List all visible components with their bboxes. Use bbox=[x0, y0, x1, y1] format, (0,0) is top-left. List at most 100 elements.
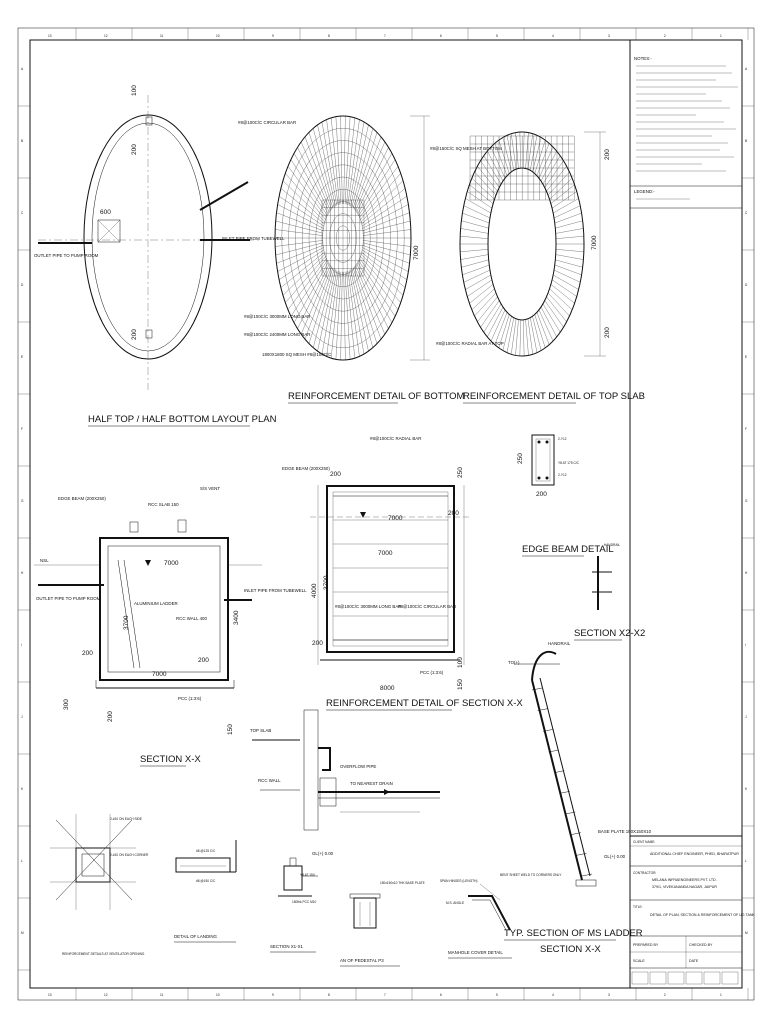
tb-drawing-title: DETAIL OF PLAN, SECTION & REINFORCEMENT … bbox=[650, 913, 755, 917]
landing-detail: #8 @125 C/C #8 @150 C/C DETAIL OF LANDIN… bbox=[174, 840, 237, 943]
label-pcc-2: PCC (1:3:6) bbox=[420, 670, 444, 675]
grid-col-label: 7 bbox=[384, 34, 386, 38]
grid-row-label: C bbox=[21, 211, 24, 215]
section-xx: 7000 7000 3700 3400 200 200 300 200 150 … bbox=[34, 486, 307, 767]
svg-text:150: 150 bbox=[227, 724, 234, 735]
grid-row-label: D bbox=[745, 283, 748, 287]
svg-text:#8 @150 C/C: #8 @150 C/C bbox=[196, 879, 216, 883]
label-rcc-slab: RCC SLAB 150 bbox=[148, 502, 179, 507]
ms-ladder: TO(+) HANDRAIL BASE PLATE 150X150X10 GL(… bbox=[504, 641, 652, 955]
tb-checked-by: CHECKED BY bbox=[689, 943, 713, 947]
label-edge-beam-2: EDGE BEAM (200X250) bbox=[282, 466, 330, 471]
dim-250: 250 bbox=[457, 467, 464, 478]
dim-8000: 8000 bbox=[380, 685, 395, 692]
title-section-x2: SECTION X2-X2 bbox=[574, 628, 645, 639]
grid-row-label: L bbox=[21, 859, 23, 863]
label-handrail-x2: HANDRAIL bbox=[604, 543, 620, 547]
dim-3400: 3400 bbox=[233, 610, 240, 625]
grid-row-label: E bbox=[745, 355, 747, 359]
dim-200-a: 200 bbox=[82, 650, 93, 657]
tb-client: ADDITIONAL CHIEF ENGINEER, PHED, BHARATP… bbox=[650, 852, 739, 856]
label-long-bar-3: #8@100C/C 3000MM LONG BAR bbox=[335, 604, 401, 609]
label-edge-beam: EDGE BEAM (200X250) bbox=[58, 496, 106, 501]
outer-border bbox=[17, 27, 755, 1001]
label-ss-vent: S/S VENT bbox=[200, 486, 220, 491]
legend-heading: LEGEND:- bbox=[634, 189, 655, 194]
dim-4000: 4000 bbox=[311, 583, 318, 598]
grid-col-label: 2 bbox=[664, 993, 666, 997]
label-rcc-wall: RCC WALL 400 bbox=[176, 616, 207, 621]
grid-col-label: 10 bbox=[216, 993, 220, 997]
grid-col-label: 10 bbox=[216, 34, 220, 38]
grid-row-label: G bbox=[745, 499, 748, 503]
svg-text:RCC WALL: RCC WALL bbox=[258, 778, 281, 783]
svg-text:100: 100 bbox=[131, 85, 138, 96]
grid-col-label: 4 bbox=[552, 34, 554, 38]
grid-col-label: 13 bbox=[48, 34, 52, 38]
dim-600: 600 bbox=[100, 209, 111, 216]
svg-text:Y8 AT 150: Y8 AT 150 bbox=[300, 873, 315, 877]
label-overflow-pipe: OVERFLOW PIPE bbox=[340, 764, 376, 769]
svg-text:2-#10 ON EACH SIDE: 2-#10 ON EACH SIDE bbox=[110, 817, 142, 821]
dim-7000-section: 7000 bbox=[164, 560, 179, 567]
grid-col-label: 9 bbox=[272, 993, 274, 997]
grid-row-label: L bbox=[745, 859, 747, 863]
label-base-plate: BASE PLATE 150X150X10 bbox=[598, 829, 652, 834]
svg-text:Y8 AT 175 C/C: Y8 AT 175 C/C bbox=[558, 461, 580, 465]
title-ms-ladder: TYP. SECTION OF MS LADDER bbox=[504, 928, 643, 939]
grid-row-label: A bbox=[21, 67, 24, 71]
grid-row-label: A bbox=[745, 67, 748, 71]
svg-text:SPAN HINGES (LENGTH): SPAN HINGES (LENGTH) bbox=[440, 879, 478, 883]
overflow-pipe-detail: TOP SLAB OVERFLOW PIPE TO NEAREST DRAIN … bbox=[250, 709, 440, 831]
grid-col-label: 7 bbox=[384, 993, 386, 997]
grid-row-label: C bbox=[745, 211, 748, 215]
grid-col-label: 6 bbox=[440, 993, 442, 997]
inner-border bbox=[29, 39, 743, 989]
grid-col-label: 1 bbox=[720, 993, 722, 997]
svg-text:BENT SHEET WELD TO CORNERS ONL: BENT SHEET WELD TO CORNERS ONLY bbox=[500, 873, 562, 877]
svg-text:2-Y12: 2-Y12 bbox=[558, 473, 567, 477]
label-long-bar-2: #8@100C/C 2400MM LONG BAR bbox=[244, 332, 310, 337]
grid-col-label: 5 bbox=[496, 993, 498, 997]
grid-row-label: K bbox=[21, 787, 24, 791]
title-layout-plan: HALF TOP / HALF BOTTOM LAYOUT PLAN bbox=[88, 414, 277, 425]
pedestal-detail: 150x150x10 THK BASE PLATE AN OF PEDESTAL… bbox=[340, 881, 425, 967]
label-long-bar-1: #8@100C/C 3000MM LONG BAR bbox=[244, 314, 310, 319]
title-manhole: MANHOLE COVER DETAIL bbox=[448, 950, 503, 955]
edge-beam-detail: 250 200 2-Y12 Y8 AT 175 C/C 2-Y12 EDGE B… bbox=[517, 434, 614, 557]
notes-panel: NOTES:- LEGEND:- bbox=[629, 40, 742, 988]
label-outlet-pipe-2: OUTLET PIPE TO PUMP ROOM bbox=[36, 596, 101, 601]
label-circular-bar-2: #8@100C/C CIRCULAR BAR bbox=[398, 604, 456, 609]
grid-row-label: H bbox=[745, 571, 748, 575]
section-xx-reinforcement: 7000 7000 8000 4000 3700 200 200 200 250… bbox=[282, 436, 523, 711]
tb-prepared-by: PREPARED BY bbox=[633, 943, 659, 947]
title-landing: DETAIL OF LANDING bbox=[174, 934, 218, 939]
grid-row-label: F bbox=[745, 427, 747, 431]
label-handrail: HANDRAIL bbox=[548, 641, 571, 646]
title-ladder-section: SECTION X-X bbox=[540, 944, 601, 955]
grid-col-label: 11 bbox=[160, 34, 164, 38]
title-ventilator: REINFORCEMENT DETAILS AT VENTILATOR OPEN… bbox=[62, 952, 145, 956]
grid-row-label: G bbox=[21, 499, 24, 503]
dim-3700: 3700 bbox=[123, 615, 130, 630]
label-mesh-bottom: #8@150C/C SQ MESH AT BOTTOM bbox=[430, 146, 502, 151]
label-ladder: ALUMINIUM LADDER bbox=[134, 601, 178, 606]
tb-date: DATE bbox=[689, 959, 699, 963]
svg-text:2-Y12: 2-Y12 bbox=[558, 437, 567, 441]
svg-text:200: 200 bbox=[536, 491, 547, 498]
grid-col-label: 8 bbox=[328, 993, 330, 997]
dim-150: 150 bbox=[457, 679, 464, 690]
svg-text:200: 200 bbox=[107, 711, 114, 722]
svg-text:7000: 7000 bbox=[378, 550, 393, 557]
svg-text:CLIENT NAME:: CLIENT NAME: bbox=[633, 840, 655, 844]
dim-200-right: 200 bbox=[448, 510, 459, 517]
manhole-detail: SPAN HINGES (LENGTH) M.S. ANGLE BENT SHE… bbox=[440, 873, 562, 959]
section-x1: GL(+) 0.00 Y8 AT 150 150thk PCC M10 SECT… bbox=[270, 851, 334, 953]
svg-text:7000: 7000 bbox=[591, 235, 598, 250]
grid-col-label: 3 bbox=[608, 993, 610, 997]
svg-text:200: 200 bbox=[131, 329, 138, 340]
grid-row-label: J bbox=[21, 715, 23, 719]
svg-text:TITLE:: TITLE: bbox=[633, 905, 643, 909]
grid-row-label: D bbox=[21, 283, 24, 287]
